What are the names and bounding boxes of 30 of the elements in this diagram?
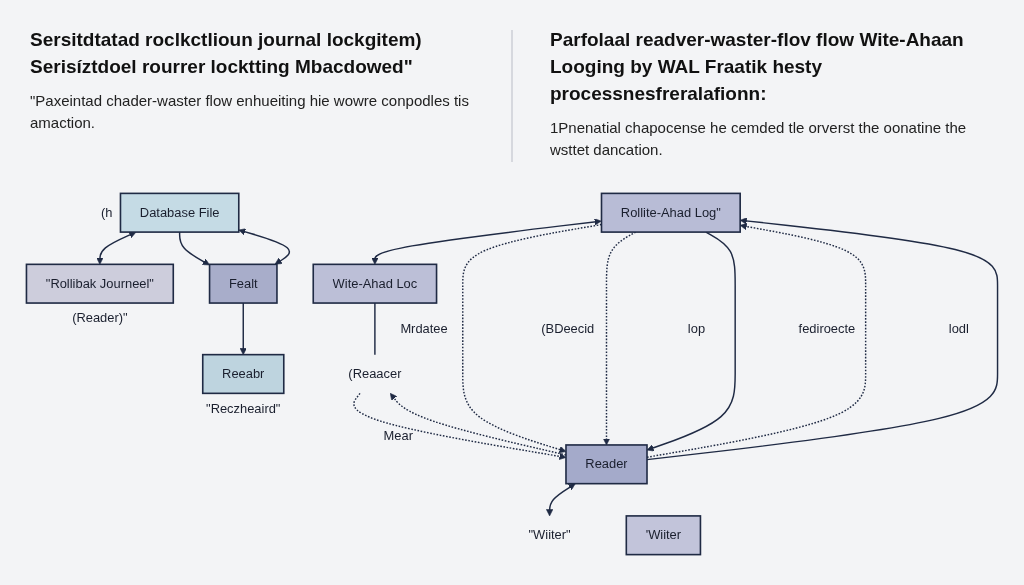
arrow	[238, 228, 291, 265]
text-label: "Wiiter"	[528, 527, 571, 544]
edge-label: Mear	[383, 428, 413, 443]
connector-line	[374, 302, 376, 356]
edge-label: lodl	[948, 321, 969, 337]
edge-label: (BDeecid	[541, 321, 595, 337]
edge-label: fediroecte	[798, 321, 856, 337]
text-label: (Reaacer	[348, 365, 402, 383]
edge-label: lop	[687, 321, 706, 337]
caption-text: (h	[100, 204, 113, 220]
heading-text: Sersitdtatad roclkctlioun journal lockgitem) Serisíztdoel rourrer locktting Mbacdowed"	[30, 28, 423, 79]
arrow	[239, 302, 247, 355]
process-box: Wite-Ahad Loc	[312, 263, 438, 304]
process-box: Reader	[565, 444, 648, 485]
arrow	[371, 218, 602, 265]
arrow	[96, 231, 137, 265]
process-box: Reeabr	[201, 353, 285, 395]
arrow	[178, 231, 210, 266]
heading-text: Parfolaal readver-waster-flov flow Wite-Ahaan Looging by WAL Fraatik hesty processnesfreralafionn:	[550, 28, 965, 106]
process-box: "Rollibak Journeel"	[25, 263, 175, 304]
process-box: Database File	[119, 192, 240, 233]
process-box: 'Wiiter	[625, 515, 702, 556]
process-box: Fealt	[208, 263, 278, 304]
arrow	[546, 483, 576, 517]
process-box: Rollite-Ahad Log"	[600, 192, 741, 233]
caption-text: "Reczheaird"	[206, 400, 281, 416]
description-text: 1Pnenatial chapocense he cemded tle orverst the oonatine the wsttet dancation.	[550, 118, 968, 160]
description-text: "Paxeintad chader-waster flow enhueiting hie wowre conpodles tis amaction.	[30, 91, 470, 133]
caption-text: (Reader)"	[72, 310, 128, 326]
edge-label: Mrdatee	[400, 321, 448, 337]
